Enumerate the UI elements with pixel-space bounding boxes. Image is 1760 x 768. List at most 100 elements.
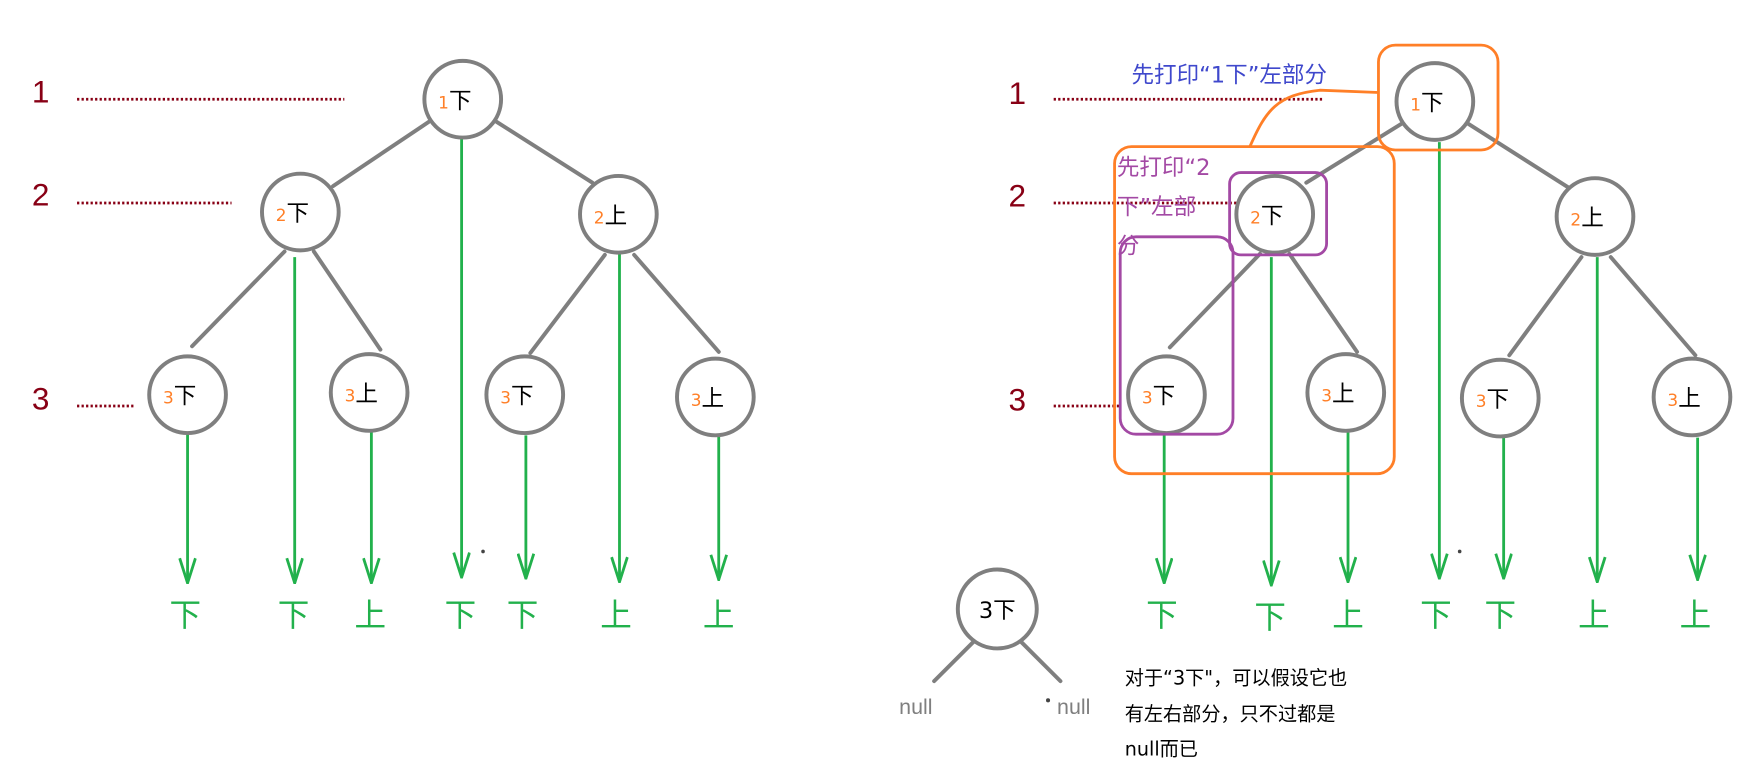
node-label: 3上 [1667,386,1700,412]
tree-node: 3下 [1459,357,1541,439]
tree-node: 3下 [484,354,566,436]
example-node-label: 3下 [979,598,1016,624]
output-label: 下 [278,598,310,634]
output-label: 下 [170,598,202,634]
node-number: 2 [1570,210,1581,230]
node-number: 1 [1410,95,1421,115]
node-char: 下 [511,384,534,410]
node-label: 3上 [1321,381,1354,407]
node-number: 3 [500,388,511,408]
output-label: 上 [600,598,632,634]
tree-edge [528,252,607,355]
output-label: 下 [507,598,539,634]
annotation-purple-line-3: 分 [1117,234,1140,260]
level-label-3: 3 [32,380,50,416]
tree-node: 2上 [578,173,659,255]
level-label-2: 2 [1009,177,1027,213]
level-label-2: 2 [32,176,50,212]
annotation-purple-line-2: 下”左部 [1117,194,1196,220]
tree-edge [190,249,287,349]
node-circle [147,354,228,436]
node-circle [328,352,410,433]
annotation-purple-line-1: 先打印“2 [1117,155,1211,181]
node-circle [675,356,756,438]
tree-edge [632,252,721,354]
output-label: 上 [354,598,386,634]
node-label: 3下 [163,384,196,410]
node-circle [1394,61,1476,142]
tree-node: 2上 [1554,176,1636,257]
node-number: 3 [1142,388,1153,408]
output-label: 下 [1146,598,1178,634]
tree-edge [1167,251,1263,350]
output-label: 下 [445,598,477,634]
stray-dot [481,549,485,554]
level-label-3: 3 [1009,382,1027,418]
node-char: 上 [1332,381,1355,407]
tree-node: 3上 [1651,356,1733,438]
tree-node-root: 1下 [1394,61,1476,142]
node-circle [484,354,566,436]
node-label: 3下 [500,384,533,410]
tree-node: 2下 [1234,173,1316,255]
node-circle [1554,176,1636,257]
tree-edge [1507,255,1584,358]
tree-edge [494,119,595,185]
example-note-line-2: 有左右部分，只不过都是 [1125,703,1336,726]
tree-edge [1466,122,1570,190]
output-label: 上 [1332,598,1364,634]
node-number: 2 [276,205,287,225]
node-label: 1下 [1410,91,1443,117]
sub-left-box [1118,235,1235,436]
node-number: 2 [1250,207,1261,227]
node-char: 下 [1261,203,1284,229]
node-label: 3上 [345,381,378,407]
node-2-highlight-box [1228,171,1328,257]
root-highlight-box [1377,43,1500,152]
node-label: 3下 [1476,387,1509,413]
connector-curve [1248,88,1379,148]
node-char: 下 [174,384,197,410]
example-note-line-1: 对于“3下"，可以假设它也 [1125,667,1348,690]
output-label: 下 [1484,598,1516,634]
node-number: 3 [1321,385,1332,405]
tree-node: 2下 [260,171,341,253]
left-tree: 1 2 3 1下 2下 2上 [32,58,756,634]
node-number: 1 [438,92,449,112]
node-char: 下 [1421,91,1444,117]
example-note-line-3: null而已 [1125,738,1198,761]
node-circle [1234,173,1316,255]
stray-dot [1046,698,1051,703]
node-number: 2 [594,207,605,227]
node-char: 上 [1678,386,1701,412]
tree-node: 3上 [675,356,756,438]
tree-edge [1017,638,1063,684]
right-tree: 1 2 3 1下 2下 2上 [1009,43,1733,636]
node-char: 下 [449,88,472,114]
node-circle [1305,352,1387,433]
tree-edge [932,638,977,684]
node-label: 2上 [1570,206,1603,232]
node-label: 1下 [438,88,471,114]
node-label: 2上 [594,203,627,229]
tree-node: 3上 [1305,352,1387,433]
output-label: 下 [1254,600,1286,636]
tree-node: 3上 [328,352,410,433]
tree-node: 3下 [1126,354,1207,436]
output-label: 上 [1680,598,1712,634]
node-number: 3 [1476,391,1487,411]
node-char: 下 [287,201,310,227]
node-char: 上 [702,386,725,412]
null-label-right: null [1057,695,1090,719]
node-number: 3 [1667,390,1678,410]
node-circle [260,171,341,253]
level-label-1: 1 [32,74,50,110]
node-char: 下 [1153,384,1176,410]
node-char: 上 [605,203,628,229]
node-number: 3 [691,390,702,410]
node-circle [1459,357,1541,439]
tree-edge [331,119,431,189]
output-label: 上 [703,598,735,634]
node-label: 3下 [1142,384,1175,410]
